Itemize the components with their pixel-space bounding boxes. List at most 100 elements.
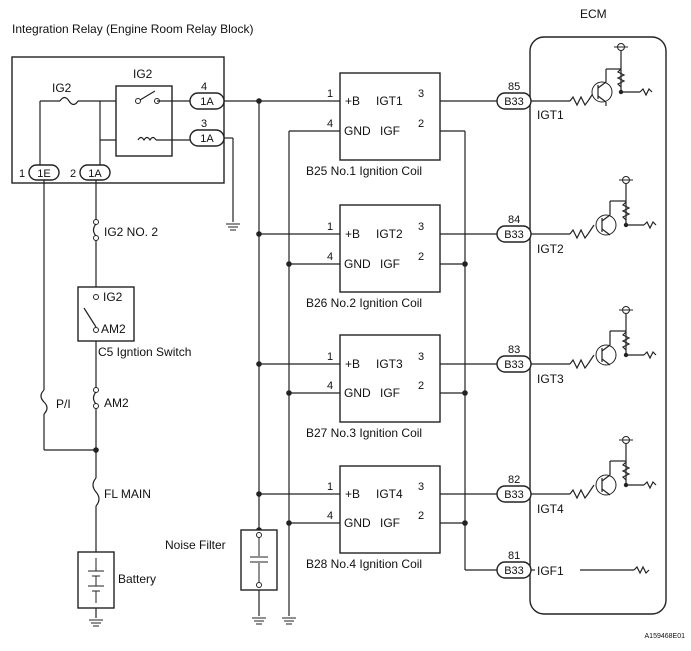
relay-title: Integration Relay (Engine Room Relay Blo…: [12, 22, 253, 36]
coil-4-pin-gnd: 4: [327, 510, 333, 522]
coil-4-out-label: IGT4: [376, 487, 403, 501]
ignition-switch: IG2 AM2 C5 Igntion Switch: [77, 286, 191, 359]
coil-1-name: B25 No.1 Ignition Coil: [306, 164, 422, 178]
connector-1a-bottom: [79, 164, 111, 181]
transistor-igt1-icon: [531, 43, 653, 107]
coil-1-out-label: IGT1: [376, 94, 403, 108]
relay-coil-icon: [137, 136, 190, 142]
connector-b33-igt4-label: B33: [504, 489, 524, 501]
relay-ig2-label: IG2: [133, 67, 153, 81]
coil-1-igf-label: IGF: [380, 124, 400, 138]
connector-b33-igt2-label: B33: [504, 229, 524, 241]
noise-filter-ground-icon: [251, 617, 267, 625]
ecm-pin-82: 82: [508, 474, 520, 486]
figure-id: A159468E01: [645, 633, 686, 640]
relay-pin-3: 3: [201, 118, 207, 130]
coil-1-gnd-label: GND: [344, 124, 371, 138]
fuse-ig2-no2-label: IG2 NO. 2: [104, 225, 158, 239]
coil-3-pin-b: 1: [327, 351, 333, 363]
coil-3-pin-gnd: 4: [327, 380, 333, 392]
connector-1a-pin3-label: 1A: [200, 133, 214, 145]
connector-1a-pin4-label: 1A: [200, 96, 214, 108]
connector-b33-igt1-label: B33: [504, 96, 524, 108]
coil-2-pin-b: 1: [327, 221, 333, 233]
ignition-coil-4: 1 +B 4 GND IGT4 IGF 3 2 B28 No.4 Ignitio…: [306, 465, 441, 571]
ecm-label: ECM: [580, 7, 607, 21]
coil-1-out-pin: 3: [418, 88, 424, 100]
coil-4-pin-b: 1: [327, 481, 333, 493]
coil-2-igf-pin: 2: [418, 251, 424, 263]
fuse-pi-icon: [40, 389, 48, 415]
igf1-resistor-icon: [531, 565, 650, 575]
relay-ig2-box: [115, 85, 173, 157]
fuse-pi-label: P/I: [56, 397, 71, 411]
fuse-ig2-no2-icon: [92, 223, 97, 237]
coil-4-box: [339, 465, 441, 554]
coil-3-box: [339, 334, 441, 423]
coil-2-gnd-label: GND: [344, 257, 371, 271]
coil-4-out-pin: 3: [418, 481, 424, 493]
coil-3-igf-label: IGF: [380, 386, 400, 400]
noise-filter: [240, 527, 278, 591]
ignition-coil-2: 1 +B 4 GND IGT2 IGF 3 2 B26 No.2 Ignitio…: [306, 204, 441, 310]
fuse-am2-label: AM2: [104, 396, 129, 410]
ecm-pin-85: 85: [508, 81, 520, 93]
coil-3-igf-pin: 2: [418, 380, 424, 392]
fuse-fl-main-label: FL MAIN: [104, 487, 151, 501]
switch-ig2-label: IG2: [103, 290, 123, 304]
coil-4-igf-label: IGF: [380, 516, 400, 530]
coil-1-box: [339, 72, 441, 161]
ecm-pin-81: 81: [508, 550, 520, 562]
battery-icon: [77, 551, 115, 609]
coil-1-igf-pin: 2: [418, 118, 424, 130]
ecm-box: [529, 36, 667, 615]
ecm-signal-igt4: IGT4: [537, 502, 564, 516]
integration-relay: Integration Relay (Engine Room Relay Blo…: [11, 22, 253, 184]
coil-1-pin-gnd: 4: [327, 118, 333, 130]
coil-2-igf-label: IGF: [380, 257, 400, 271]
coil-4-gnd-label: GND: [344, 516, 371, 530]
ecm-signal-igt3: IGT3: [537, 372, 564, 386]
ecm-signal-igt1: IGT1: [537, 108, 564, 122]
ecm-pin-83: 83: [508, 344, 520, 356]
ecm-pin-84: 84: [508, 214, 520, 226]
coil-2-pin-gnd: 4: [327, 251, 333, 263]
ignition-coil-3: 1 +B 4 GND IGT3 IGF 3 2 B27 No.3 Ignitio…: [306, 334, 441, 440]
relay-pin-2: 2: [70, 168, 76, 180]
coil-4-name: B28 No.4 Ignition Coil: [306, 557, 422, 571]
ignition-coil-1: 1 +B 4 GND IGT1 IGF 3 2 B25 No.1 Ignitio…: [306, 72, 441, 178]
transistor-igt4-icon: [531, 436, 657, 500]
fuse-ig2-icon: [59, 96, 79, 106]
connector-1a-bottom-label: 1A: [88, 168, 102, 180]
coil-1-pin-b: 1: [327, 88, 333, 100]
noise-filter-label: Noise Filter: [165, 538, 226, 552]
relay-ground-icon: [225, 223, 241, 231]
coil-3-name: B27 No.3 Ignition Coil: [306, 426, 422, 440]
connector-b33-igf1-label: B33: [504, 565, 524, 577]
connector-1e-label: 1E: [37, 168, 50, 180]
coil-4-igf-pin: 2: [418, 510, 424, 522]
coil-2-out-label: IGT2: [376, 227, 403, 241]
relay-contact-icon: [135, 90, 190, 104]
fuse-fl-main-icon: [92, 477, 100, 507]
transistor-igt2-icon: [531, 176, 657, 240]
relay-pin-4: 4: [201, 81, 207, 93]
coil-2-out-pin: 3: [418, 221, 424, 233]
transistor-igt3-icon: [531, 306, 657, 370]
coil-3-out-pin: 3: [418, 351, 424, 363]
ignition-switch-label: C5 Igntion Switch: [98, 345, 191, 359]
switch-contact-icon: [83, 307, 97, 328]
connector-b33-igt3-label: B33: [504, 359, 524, 371]
coil-1-b-label: +B: [345, 94, 360, 108]
switch-am2-label: AM2: [101, 322, 126, 336]
battery-ground-icon: [88, 619, 104, 627]
ecm-signal-igt2: IGT2: [537, 242, 564, 256]
fuse-am2-icon: [92, 391, 97, 405]
coil-3-gnd-label: GND: [344, 386, 371, 400]
coil-3-b-label: +B: [345, 357, 360, 371]
coil-4-b-label: +B: [345, 487, 360, 501]
ecm-signal-igf1: IGF1: [537, 564, 564, 578]
battery-label: Battery: [118, 572, 156, 586]
fuse-ig2-label: IG2: [52, 81, 72, 95]
